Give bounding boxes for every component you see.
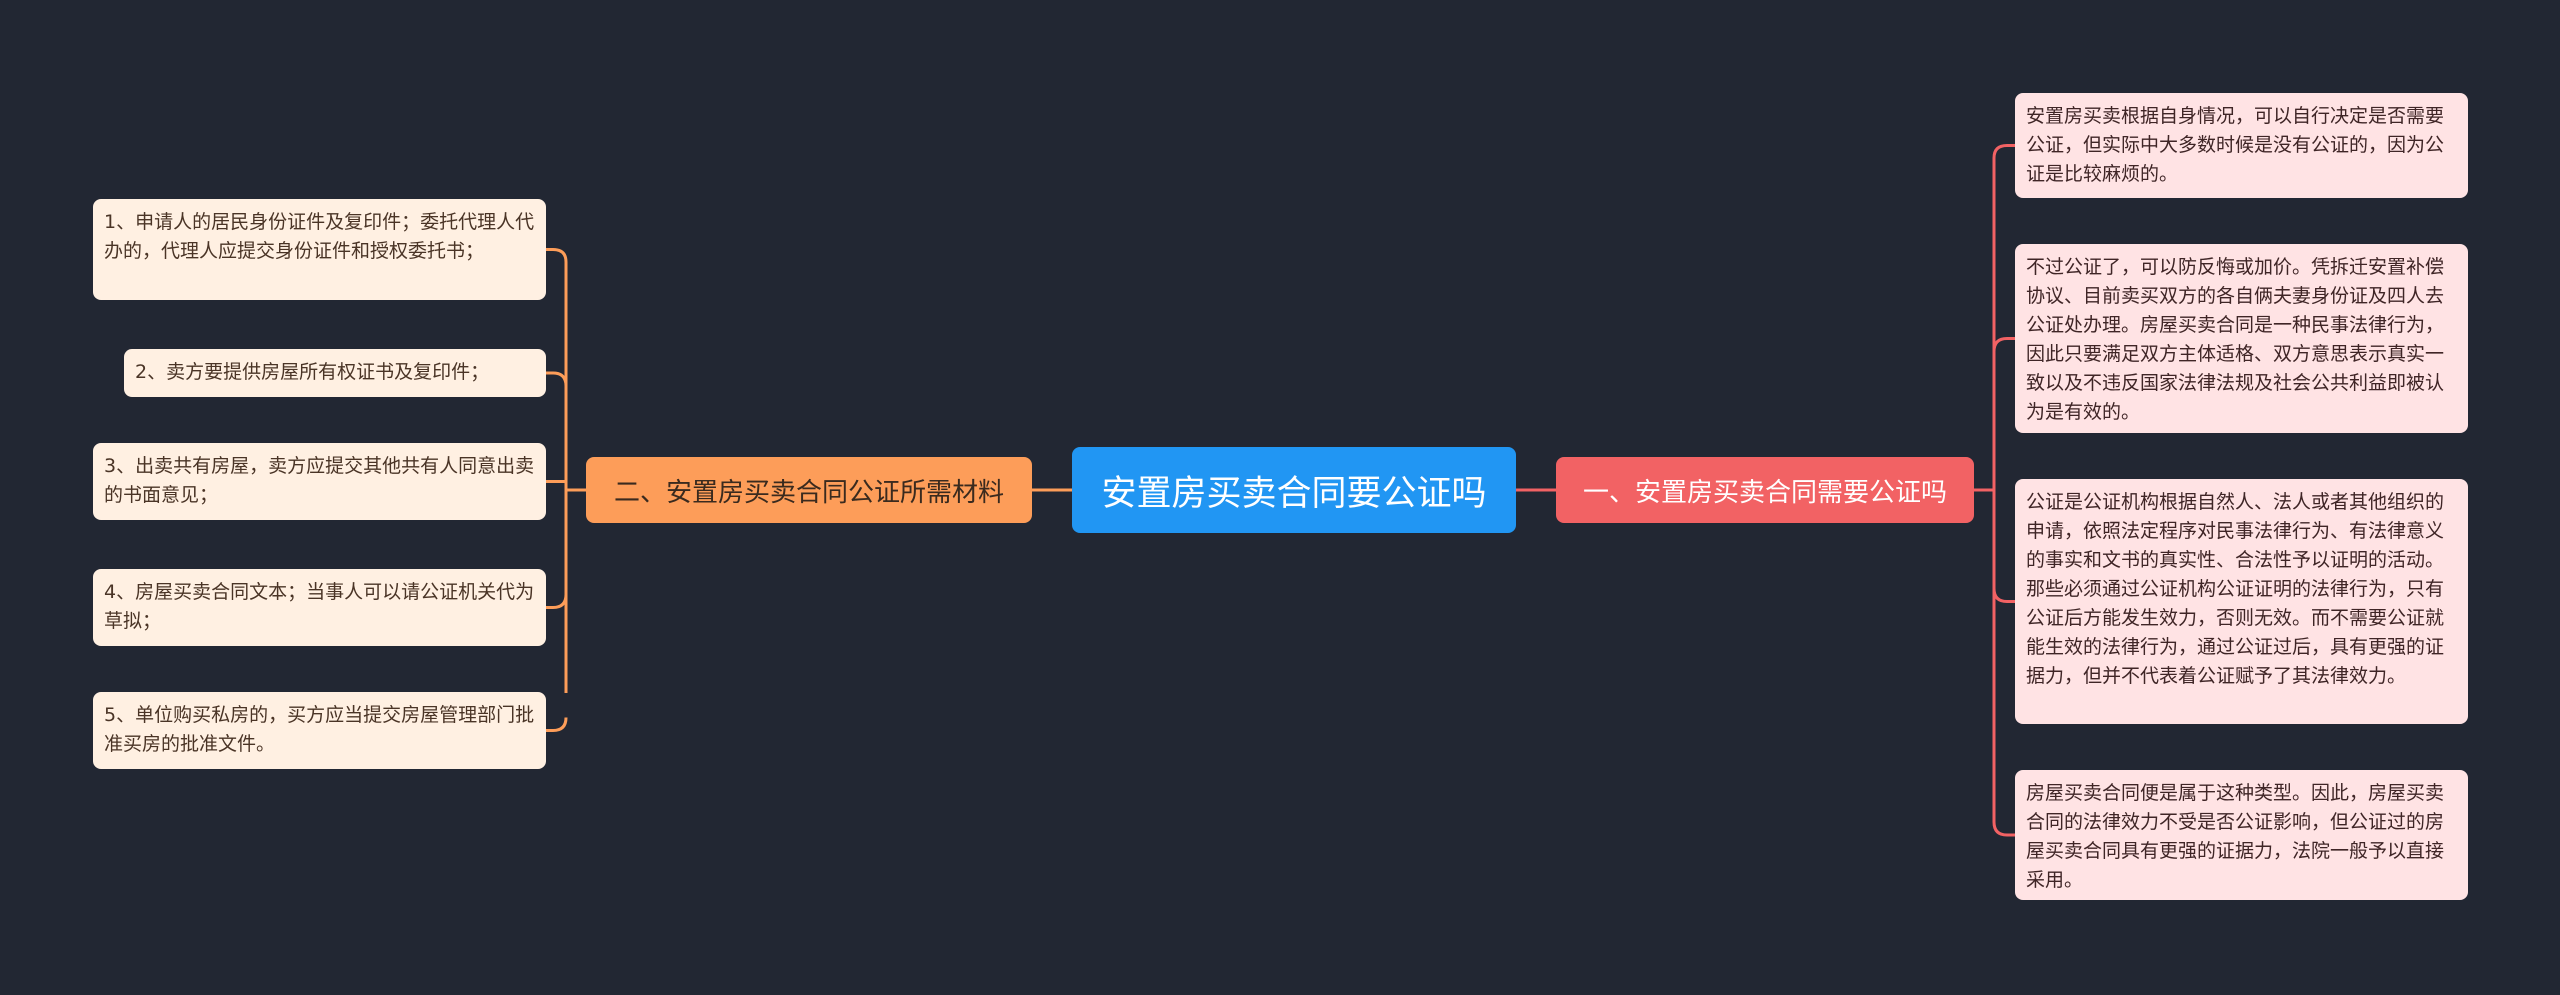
leaf-need-1[interactable]: 安置房买卖根据自身情况，可以自行决定是否需要公证，但实际中大多数时候是没有公证的… xyxy=(2015,93,2468,198)
left-branch-connectors xyxy=(546,248,586,732)
branch-materials[interactable]: 二、安置房买卖合同公证所需材料 xyxy=(586,457,1032,523)
branch-need-notarization[interactable]: 一、安置房买卖合同需要公证吗 xyxy=(1556,457,1974,523)
root-topic[interactable]: 安置房买卖合同要公证吗 xyxy=(1072,447,1516,533)
leaf-material-3[interactable]: 3、出卖共有房屋，卖方应提交其他共有人同意出卖的书面意见； xyxy=(93,443,546,520)
leaf-need-4[interactable]: 房屋买卖合同便是属于这种类型。因此，房屋买卖合同的法律效力不受是否公证影响，但公… xyxy=(2015,770,2468,900)
leaf-need-2[interactable]: 不过公证了，可以防反悔或加价。凭拆迁安置补偿协议、目前卖买双方的各自俩夫妻身份证… xyxy=(2015,244,2468,433)
leaf-material-4[interactable]: 4、房屋买卖合同文本；当事人可以请公证机关代为草拟； xyxy=(93,569,546,646)
leaf-material-5[interactable]: 5、单位购买私房的，买方应当提交房屋管理部门批准买房的批准文件。 xyxy=(93,692,546,769)
leaf-material-2[interactable]: 2、卖方要提供房屋所有权证书及复印件； xyxy=(124,349,546,397)
right-branch-connectors xyxy=(1974,144,2015,837)
leaf-need-3[interactable]: 公证是公证机构根据自然人、法人或者其他组织的申请，依照法定程序对民事法律行为、有… xyxy=(2015,479,2468,724)
leaf-material-1[interactable]: 1、申请人的居民身份证件及复印件；委托代理人代办的，代理人应提交身份证件和授权委… xyxy=(93,199,546,300)
